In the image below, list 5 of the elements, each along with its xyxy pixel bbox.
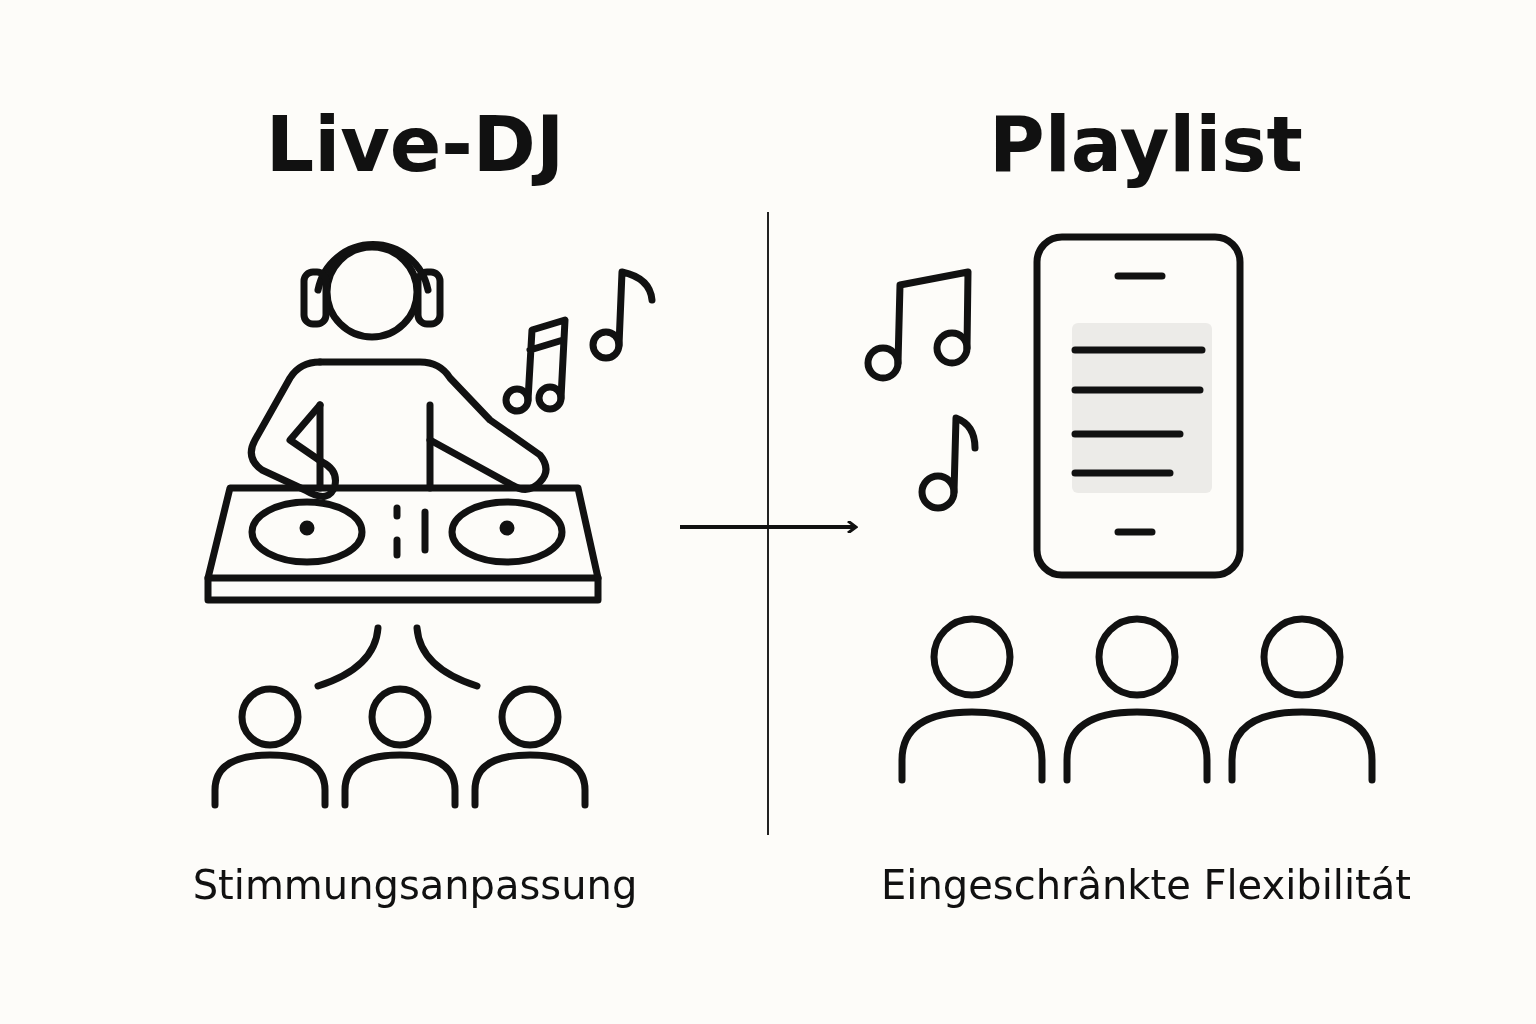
panel-caption: Stimmungsanpassung (191, 861, 639, 910)
arrow (680, 519, 858, 535)
panel-heading: Live-DJ (264, 100, 566, 190)
panel-heading: Playlist (988, 100, 1304, 190)
panel-caption: Eingeschrânkte Flexibilitát (880, 861, 1412, 910)
